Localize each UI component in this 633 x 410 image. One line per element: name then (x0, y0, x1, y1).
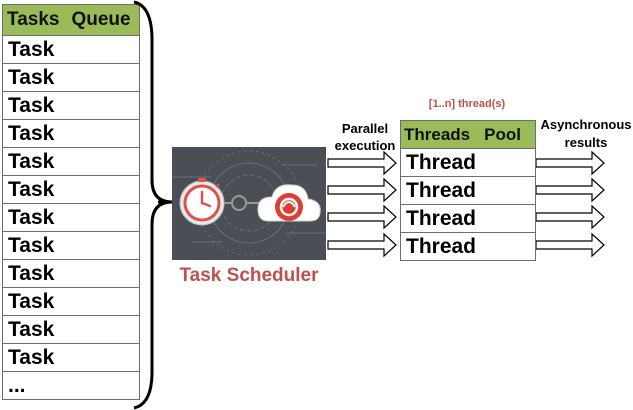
task-queue-row: Task (3, 288, 139, 316)
threads-pool-header: Threads Pool (401, 121, 535, 149)
cloud-icon (257, 184, 321, 222)
task-queue-row: Task (3, 344, 139, 372)
threads-pool-list: Thread Thread Thread Thread (401, 149, 535, 260)
task-queue-row: Task (3, 316, 139, 344)
thread-row: Thread (406, 235, 477, 258)
task-queue-row: Task (3, 232, 139, 260)
threads-pool-header-pool: Pool (484, 124, 521, 144)
thread-count-caption: [1..n] thread(s) (428, 98, 506, 110)
result-arrow (535, 232, 605, 258)
task-scheduler-caption: Task Scheduler (179, 265, 319, 286)
thread-row: Thread (401, 177, 535, 205)
parallel-arrow (327, 150, 397, 176)
parallel-arrow (327, 177, 397, 203)
task-queue: Tasks Queue Task Task Task Task Task Tas… (2, 4, 140, 400)
task-queue-row: Task (3, 92, 139, 120)
task-queue-row: Task (3, 36, 139, 64)
task-queue-row: Task (3, 148, 139, 176)
threads-pool-header-threads: Threads (404, 124, 471, 144)
task-queue-header-queue: Queue (71, 9, 131, 30)
result-arrow (535, 177, 605, 203)
thread-row: Thread (401, 205, 535, 233)
task-queue-row: Task (3, 260, 139, 288)
asynchronous-results-label: Asynchronous results (540, 117, 632, 150)
task-queue-row: Task (3, 204, 139, 232)
thread-row: Thread (401, 149, 535, 177)
threads-pool: Threads Pool Thread Thread Thread Thread (400, 120, 536, 261)
result-arrow (535, 150, 605, 176)
parallel-arrow (327, 204, 397, 230)
task-queue-list: Task Task Task Task Task Task Task Task … (3, 36, 139, 399)
task-queue-row: Task (3, 176, 139, 204)
result-arrow (535, 204, 605, 230)
task-scheduler-image (172, 147, 326, 260)
task-queue-header: Tasks Queue (3, 5, 139, 36)
task-queue-row: Task (3, 120, 139, 148)
parallel-execution-label: Parallel execution (334, 121, 396, 153)
task-queue-header-tasks: Tasks (7, 9, 60, 30)
task-queue-ellipsis-row: ... (8, 374, 26, 397)
task-queue-row: Task (3, 64, 139, 92)
parallel-arrow (327, 232, 397, 258)
queue-brace (133, 0, 172, 410)
clock-icon (179, 178, 225, 226)
